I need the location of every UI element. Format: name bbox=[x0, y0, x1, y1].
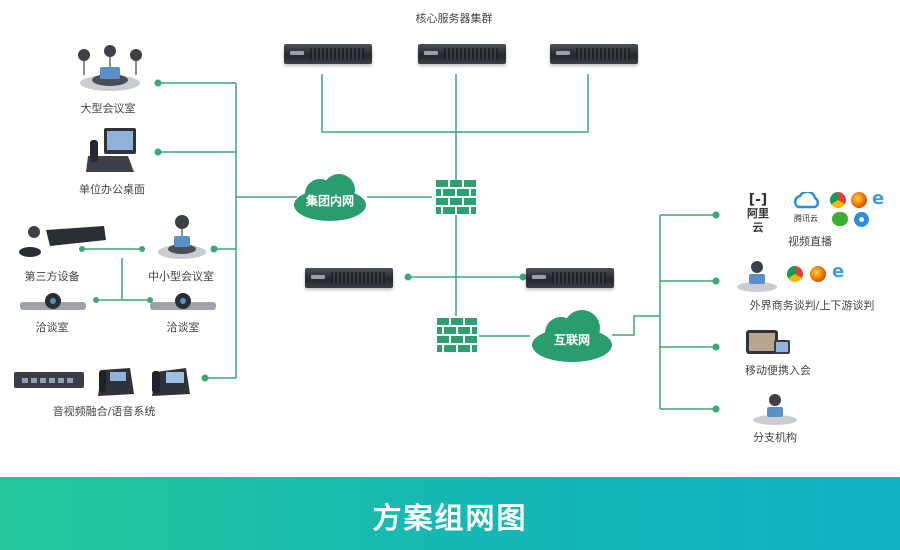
core-server-3-icon bbox=[550, 44, 638, 64]
wechat-icon bbox=[832, 212, 848, 226]
tencent-cloud-label: 腾讯云 bbox=[794, 214, 818, 223]
mid-small-meeting-label: 中小型会议室 bbox=[148, 270, 214, 283]
cloud-icon bbox=[294, 174, 366, 221]
negotiation-left-label: 洽谈室 bbox=[35, 321, 69, 334]
firewall-lower-icon bbox=[437, 318, 477, 352]
external-talks-label: 外界商务谈判/上下游谈判 bbox=[749, 299, 875, 312]
internet-label: 互联网 bbox=[553, 333, 590, 347]
tablet-icon bbox=[746, 330, 790, 354]
av-voice-label: 音视频融合/语音系统 bbox=[52, 405, 156, 418]
intranet-label: 集团内网 bbox=[305, 194, 354, 208]
core-server-1-icon bbox=[284, 44, 372, 64]
mobile-join-label: 移动便携入会 bbox=[745, 364, 811, 377]
camera-icon bbox=[20, 293, 86, 310]
negotiation-right-label: 洽谈室 bbox=[166, 321, 200, 334]
cloud-icon bbox=[532, 310, 612, 362]
codec-box-icon bbox=[19, 226, 106, 257]
network-switch-icon bbox=[14, 372, 84, 388]
large-meeting-label: 大型会议室 bbox=[80, 102, 136, 115]
firefox-icon bbox=[851, 192, 867, 208]
tencent-cloud-logo-icon: 腾讯云 bbox=[788, 190, 824, 224]
third-party-label: 第三方设备 bbox=[24, 270, 80, 283]
ip-phone-icon bbox=[98, 368, 134, 396]
title-banner: 方案组网图 bbox=[0, 477, 900, 550]
chrome-icon bbox=[830, 192, 846, 208]
firewall-upper-icon bbox=[436, 180, 476, 214]
aliyun-label: 阿里云 bbox=[747, 207, 769, 234]
desk-video-phone-icon bbox=[86, 128, 136, 172]
ie-icon: e bbox=[832, 261, 845, 282]
server-cluster-label: 核心服务器集群 bbox=[415, 12, 493, 25]
conference-phone-icon bbox=[753, 394, 797, 425]
ip-phone-icon bbox=[152, 368, 190, 396]
chrome-icon bbox=[787, 266, 803, 282]
aliyun-logo-icon: [-] 阿里云 bbox=[742, 193, 774, 235]
safari-icon bbox=[854, 212, 869, 227]
ie-icon: e bbox=[872, 188, 885, 209]
branch-label: 分支机构 bbox=[753, 431, 797, 444]
connection-lines bbox=[79, 74, 720, 413]
conference-phone-icon bbox=[737, 261, 777, 292]
office-desktop-label: 单位办公桌面 bbox=[79, 183, 145, 196]
firefox-icon bbox=[810, 266, 826, 282]
core-server-2-icon bbox=[418, 44, 506, 64]
live-label: 视频直播 bbox=[788, 235, 832, 248]
conference-phone-icon bbox=[78, 45, 142, 91]
internet-cloud: 互联网 bbox=[530, 307, 614, 363]
intranet-cloud: 集团内网 bbox=[292, 170, 368, 222]
media-server-1-icon bbox=[305, 268, 393, 288]
conference-phone-icon bbox=[158, 215, 206, 259]
banner-title: 方案组网图 bbox=[372, 501, 528, 535]
camera-icon bbox=[150, 293, 216, 310]
media-server-2-icon bbox=[526, 268, 614, 288]
